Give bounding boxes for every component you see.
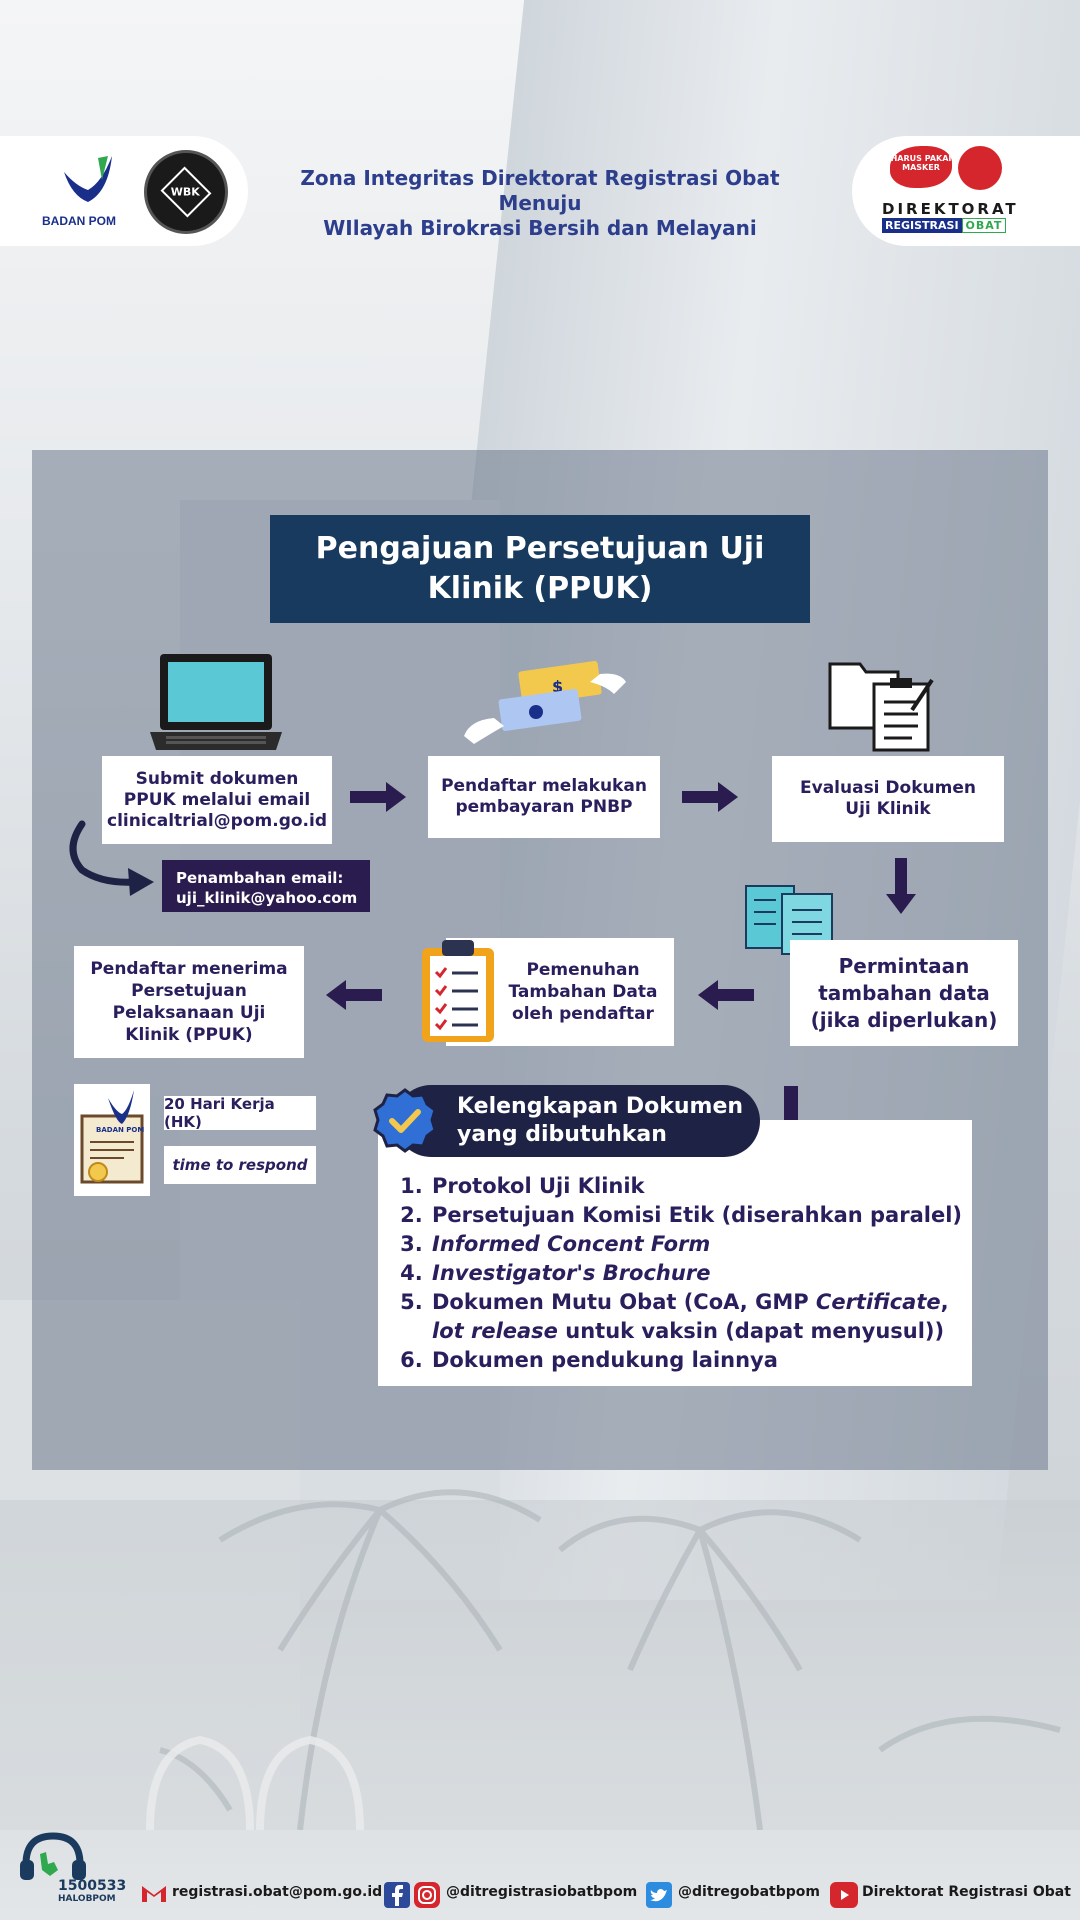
footer-email-link[interactable]: registrasi.obat@pom.go.id <box>172 1884 383 1900</box>
mask-sticker-text: HARUS PAKAI MASKER <box>890 154 952 172</box>
laptop-icon <box>150 654 282 750</box>
step-evaluation-line2: Uji Klinik <box>845 799 931 819</box>
step-evaluation-line1: Evaluasi Dokumen <box>800 778 976 798</box>
arrow-right-1-icon <box>350 782 406 812</box>
doc-item-1: Protokol Uji Klinik <box>432 1174 645 1198</box>
documents-heading-pill: Kelengkapan Dokumen yang dibutuhkan <box>395 1085 760 1157</box>
doc-item-2: Persetujuan Komisi Etik (diserahkan para… <box>432 1203 962 1227</box>
step-receive-line4: Klinik (PPUK) <box>125 1025 253 1045</box>
trees-area <box>0 1500 1080 1830</box>
step-fulfil-line3: oleh pendaftar <box>512 1004 654 1024</box>
red-circle-sticker-icon <box>958 146 1002 190</box>
doc-item-5-part-e: untuk vaksin (dapat menyusul)) <box>557 1319 945 1343</box>
extra-email-label: Penambahan email: <box>176 869 344 887</box>
badan-pom-logo-icon <box>64 156 112 202</box>
documents-heading-line2: yang dibutuhkan <box>457 1122 667 1147</box>
mask-sticker: HARUS PAKAI MASKER <box>890 146 952 188</box>
doc-item-5-part-b: Certificate <box>815 1290 941 1314</box>
header-title-line2: WIlayah Birokrasi Bersih dan Melayani <box>323 216 757 240</box>
certificate-icon <box>80 1090 144 1184</box>
instagram-icon[interactable] <box>414 1882 440 1908</box>
hotline-headset-icon <box>20 1832 86 1880</box>
doc-item-5-part-c: , <box>940 1290 949 1314</box>
footer-contact-bar: 1500533 HALOBPOM registrasi.obat@pom.go.… <box>0 1830 1080 1920</box>
doc-item-5-part-a: Dokumen Mutu Obat (CoA, GMP <box>432 1290 816 1314</box>
wbk-diamond-icon: WBK <box>160 166 212 218</box>
direktorat-label: DIREKTORAT <box>882 200 1019 218</box>
arrow-left-2-icon <box>326 980 382 1010</box>
palm-trees-silhouette <box>146 1489 1061 1830</box>
step-receive-line2: Persetujuan <box>131 981 247 1001</box>
arrow-right-2-icon <box>682 782 738 812</box>
list-item: Informed Concent Form <box>430 1230 972 1259</box>
header-left-logos: BADAN POM WBK <box>0 136 248 246</box>
list-item: Dokumen Mutu Obat (CoA, GMP Certificate,… <box>430 1288 972 1346</box>
timing-respond-text: time to respond <box>172 1156 308 1174</box>
document-evaluation-icon <box>828 662 934 752</box>
svg-text:$: $ <box>552 677 563 696</box>
arrow-left-1-icon <box>698 980 754 1010</box>
doc-item-6: Dokumen pendukung lainnya <box>432 1348 778 1372</box>
certificate-logo-text: BADAN POM <box>96 1126 145 1134</box>
extra-email-box: Penambahan email: uji_klinik@yahoo.com <box>162 860 370 912</box>
curved-arrow-icon <box>69 820 154 896</box>
timing-respond-box: time to respond <box>164 1146 316 1184</box>
documents-heading-line1: Kelengkapan Dokumen <box>457 1094 744 1119</box>
step-receive-line3: Pelaksanaan Uji <box>112 1003 266 1023</box>
certificate-card: BADAN POM <box>74 1084 150 1196</box>
step-submit-line2: PPUK melalui email <box>123 789 311 810</box>
hotline-label: HALOBPOM <box>58 1894 116 1904</box>
step-request-line2: tambahan data <box>818 980 990 1005</box>
wbk-badge: WBK <box>144 150 228 234</box>
header-title: Zona Integritas Direktorat Registrasi Ob… <box>260 166 820 241</box>
doc-item-4: Investigator's Brochure <box>432 1261 711 1285</box>
timing-days-text: 20 Hari Kerja (HK) <box>164 1095 275 1131</box>
list-item: Protokol Uji Klinik <box>430 1172 972 1201</box>
header-right-logos: HARUS PAKAI MASKER DIREKTORAT REGISTRASI… <box>852 136 1080 246</box>
twitter-icon[interactable] <box>646 1882 672 1908</box>
footer-youtube-channel[interactable]: Direktorat Registrasi Obat <box>862 1884 1071 1900</box>
badan-pom-label: BADAN POM <box>42 214 116 228</box>
step-payment-line2: pembayaran PNBP <box>455 797 633 817</box>
step-payment-line1: Pendaftar melakukan <box>441 776 647 796</box>
list-item: Persetujuan Komisi Etik (diserahkan para… <box>430 1201 972 1230</box>
list-item: Investigator's Brochure <box>430 1259 972 1288</box>
documents-heading: Kelengkapan Dokumen yang dibutuhkan <box>457 1093 743 1149</box>
facebook-icon[interactable] <box>384 1882 410 1908</box>
checklist-clipboard-icon <box>422 940 494 1042</box>
step-submit-box: Submit dokumen PPUK melalui email clinic… <box>102 756 332 844</box>
timing-days-box: 20 Hari Kerja (HK) <box>164 1095 316 1131</box>
wbk-text: WBK <box>171 185 201 199</box>
footer-social-handle[interactable]: @ditregistrasiobatbpom <box>446 1884 638 1900</box>
gmail-icon <box>142 1886 166 1902</box>
step-request-line3: (jika diperlukan) <box>810 1007 998 1032</box>
registrasi-obat-logo: REGISTRASI OBAT <box>882 218 1007 233</box>
hotline-number: 1500533 <box>58 1878 127 1894</box>
document-requirements-list: Protokol Uji Klinik Persetujuan Komisi E… <box>378 1120 972 1386</box>
payment-money-icon: $ <box>464 660 626 744</box>
step-receive-line1: Pendaftar menerima <box>90 959 288 979</box>
youtube-icon[interactable] <box>830 1882 858 1908</box>
main-title-text: Pengajuan Persetujuan Uji Klinik (PPUK) <box>315 531 765 606</box>
header-title-line1: Zona Integritas Direktorat Registrasi Ob… <box>300 166 780 215</box>
doc-item-3: Informed Concent Form <box>432 1232 711 1256</box>
main-title: Pengajuan Persetujuan Uji Klinik (PPUK) <box>270 515 810 623</box>
obat-label: OBAT <box>961 218 1007 233</box>
doc-item-5-part-d: lot release <box>432 1319 558 1343</box>
step-evaluation-box: Evaluasi Dokumen Uji Klinik <box>772 756 1004 842</box>
step-fulfil-line1: Pemenuhan <box>526 960 640 980</box>
step-request-box: Permintaan tambahan data (jika diperluka… <box>790 940 1018 1046</box>
step-submit-email: clinicaltrial@pom.go.id <box>107 810 327 831</box>
step-submit-line1: Submit dokumen <box>135 768 299 789</box>
list-item: Dokumen pendukung lainnya <box>430 1346 972 1375</box>
extra-email-address: uji_klinik@yahoo.com <box>176 889 358 907</box>
registrasi-label: REGISTRASI <box>882 218 962 233</box>
footer-twitter-handle[interactable]: @ditregobatbpom <box>678 1884 820 1900</box>
verified-check-badge-icon <box>373 1088 437 1153</box>
step-payment-box: Pendaftar melakukan pembayaran PNBP <box>428 756 660 838</box>
arrow-down-1-icon <box>886 858 916 914</box>
step-receive-box: Pendaftar menerima Persetujuan Pelaksana… <box>74 946 304 1058</box>
step-fulfil-line2: Tambahan Data <box>508 982 658 1002</box>
step-request-line1: Permintaan <box>838 953 970 978</box>
